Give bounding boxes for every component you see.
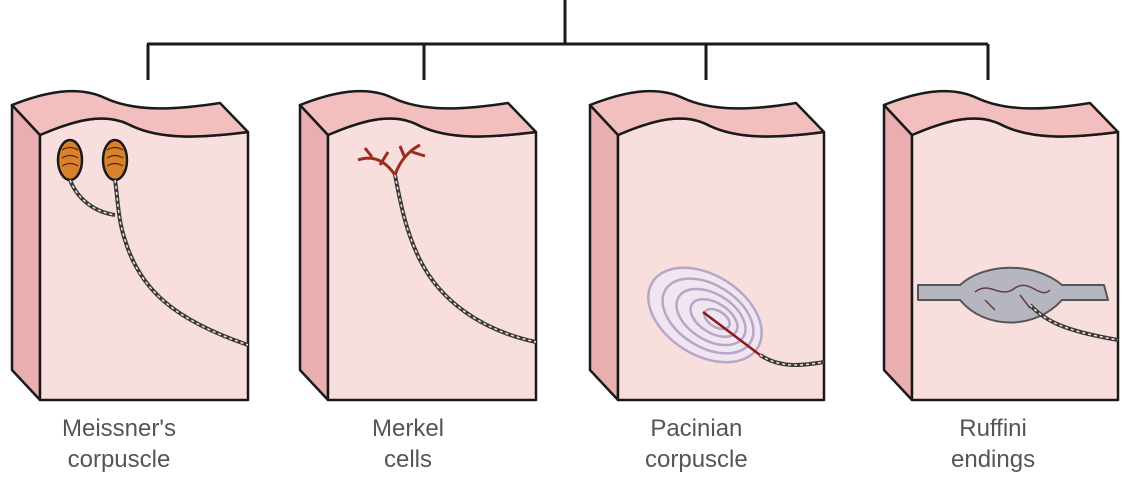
caption-ruffini-line1: Ruffini xyxy=(951,413,1035,444)
caption-meissner-line1: Meissner's xyxy=(62,413,176,444)
caption-pacinian-line2: corpuscle xyxy=(645,444,748,475)
skin-block-pacinian xyxy=(590,91,824,400)
caption-ruffini: Ruffini endings xyxy=(951,413,1035,475)
meissner-corpuscle-right xyxy=(103,140,127,180)
caption-ruffini-line2: endings xyxy=(951,444,1035,475)
caption-meissner-line2: corpuscle xyxy=(62,444,176,475)
skin-block-side xyxy=(300,105,328,400)
skin-block-merkel xyxy=(300,91,536,400)
caption-merkel-line1: Merkel xyxy=(372,413,444,444)
skin-block-side xyxy=(884,105,912,400)
caption-merkel: Merkel cells xyxy=(372,413,444,475)
caption-pacinian-line1: Pacinian xyxy=(645,413,748,444)
caption-pacinian: Pacinian corpuscle xyxy=(645,413,748,475)
meissner-corpuscle-left xyxy=(58,140,82,180)
branch-connector xyxy=(147,0,988,80)
skin-block-side xyxy=(590,105,618,400)
skin-block-meissner xyxy=(12,91,248,400)
skin-block-ruffini xyxy=(884,91,1118,400)
caption-meissner: Meissner's corpuscle xyxy=(62,413,176,475)
skin-block-front xyxy=(912,118,1118,400)
skin-block-side xyxy=(12,105,40,400)
caption-merkel-line2: cells xyxy=(372,444,444,475)
